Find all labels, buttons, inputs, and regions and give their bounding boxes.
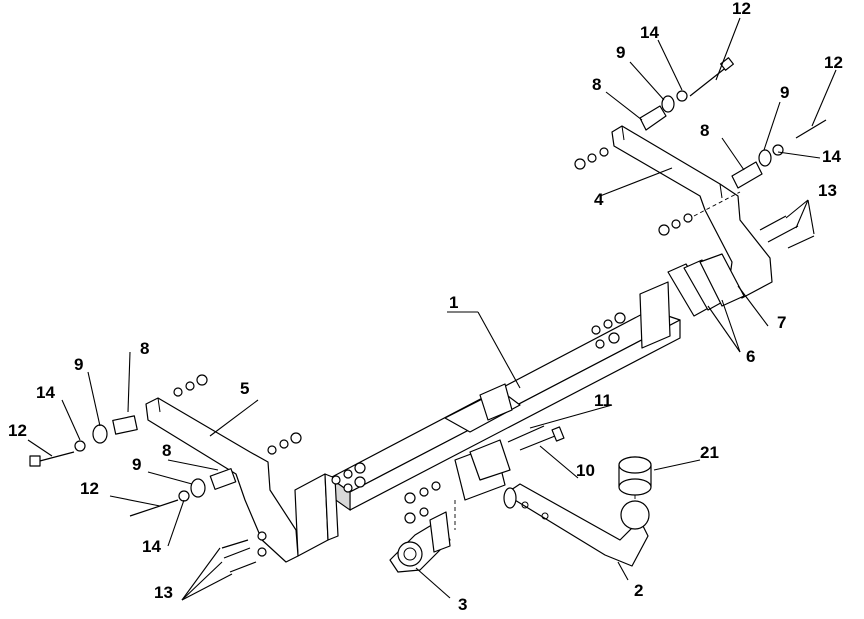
ball-cap <box>618 456 652 502</box>
label-part-3: 3 <box>458 595 467 614</box>
label-part-7: 7 <box>777 313 786 332</box>
label-part-6: 6 <box>746 347 755 366</box>
label-part-10: 10 <box>576 461 595 480</box>
label-part-9-c: 9 <box>74 355 83 374</box>
label-part-5: 5 <box>240 379 249 398</box>
label-part-8-b: 8 <box>700 121 709 140</box>
label-part-14-c: 14 <box>36 383 55 402</box>
label-part-14-b: 14 <box>822 147 841 166</box>
label-part-12-c: 12 <box>8 421 27 440</box>
leader-lines <box>27 17 837 601</box>
label-part-8-d: 8 <box>162 441 171 460</box>
label-part-12-d: 12 <box>80 479 99 498</box>
label-part-8-c: 8 <box>140 339 149 358</box>
socket-plate <box>389 500 456 573</box>
label-part-12-b: 12 <box>824 53 843 72</box>
left-side-arm <box>145 397 299 563</box>
label-part-14-a: 14 <box>640 23 659 42</box>
ball-neck <box>503 483 650 567</box>
label-part-9-d: 9 <box>132 455 141 474</box>
main-crossbeam <box>294 281 681 557</box>
label-part-9-b: 9 <box>780 83 789 102</box>
label-part-8-a: 8 <box>592 75 601 94</box>
label-part-9-a: 9 <box>616 43 625 62</box>
center-fasteners <box>331 312 626 524</box>
left-fasteners <box>29 374 302 573</box>
label-part-11: 11 <box>594 391 612 410</box>
label-part-13-b: 13 <box>154 583 173 602</box>
label-part-21: 21 <box>700 443 719 462</box>
label-part-1: 1 <box>449 293 458 312</box>
label-part-4: 4 <box>594 190 604 209</box>
part-labels: 1 2 3 4 5 6 7 8 8 8 8 9 9 9 9 10 11 12 1… <box>8 0 843 614</box>
label-part-12-a: 12 <box>732 0 751 18</box>
right-side-arm <box>611 125 773 299</box>
label-part-2: 2 <box>634 581 643 600</box>
spacer-plates <box>667 253 745 317</box>
label-part-13-a: 13 <box>818 181 837 200</box>
label-part-14-d: 14 <box>142 537 161 556</box>
upper-right-fasteners <box>574 57 827 249</box>
